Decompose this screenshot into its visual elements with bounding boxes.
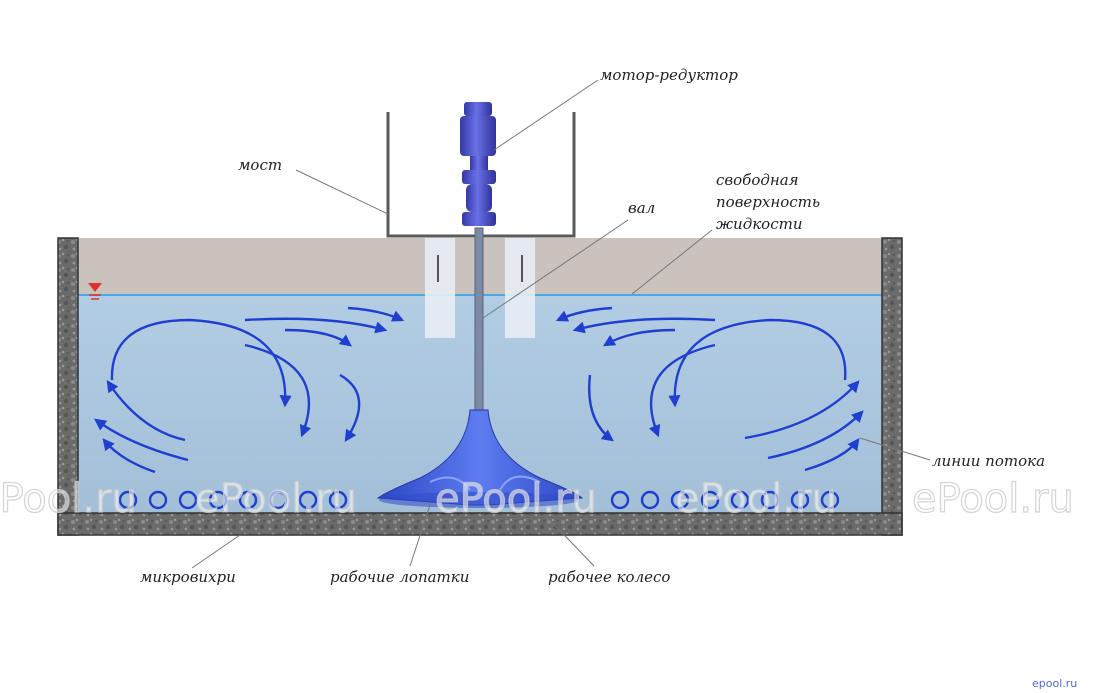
- tank-wall-right: [881, 237, 903, 536]
- guide-right: [505, 238, 535, 338]
- label-motor-reducer: мотор-редуктор: [600, 66, 738, 84]
- label-bridge: мост: [238, 156, 282, 174]
- watermark-row: ePool.ru ePool.ru ePool.ru ePool.ru ePoo…: [0, 475, 1074, 522]
- label-surface-2: поверхность: [716, 193, 820, 211]
- impeller: [376, 409, 584, 508]
- watermark-3: ePool.ru: [435, 476, 597, 522]
- shaft: [474, 227, 484, 419]
- label-flow-lines: линии потока: [932, 452, 1045, 470]
- micro-vortices: [118, 490, 840, 510]
- label-microvortices: микровихри: [140, 568, 236, 586]
- motor-reducer: [460, 102, 496, 226]
- flow-lines-left: [94, 306, 405, 474]
- water-level-icon: [88, 283, 102, 300]
- label-impeller: рабочее колесо: [548, 568, 670, 586]
- watermark-4: ePool.ru: [675, 476, 837, 522]
- leader-lines: [191, 79, 931, 569]
- watermark-5: ePool.ru: [912, 476, 1074, 522]
- label-surface-1: свободная: [716, 171, 799, 189]
- tank-floor: [57, 512, 903, 536]
- watermark-2: ePool.ru: [195, 476, 357, 522]
- label-surface-3: жидкости: [716, 215, 803, 233]
- label-blades: рабочие лопатки: [330, 568, 469, 586]
- label-shaft: вал: [628, 199, 655, 217]
- watermark-1: ePool.ru: [0, 476, 137, 522]
- corner-watermark: epool.ru: [1032, 677, 1077, 690]
- flow-lines-right: [555, 306, 864, 472]
- guide-left: [425, 238, 455, 338]
